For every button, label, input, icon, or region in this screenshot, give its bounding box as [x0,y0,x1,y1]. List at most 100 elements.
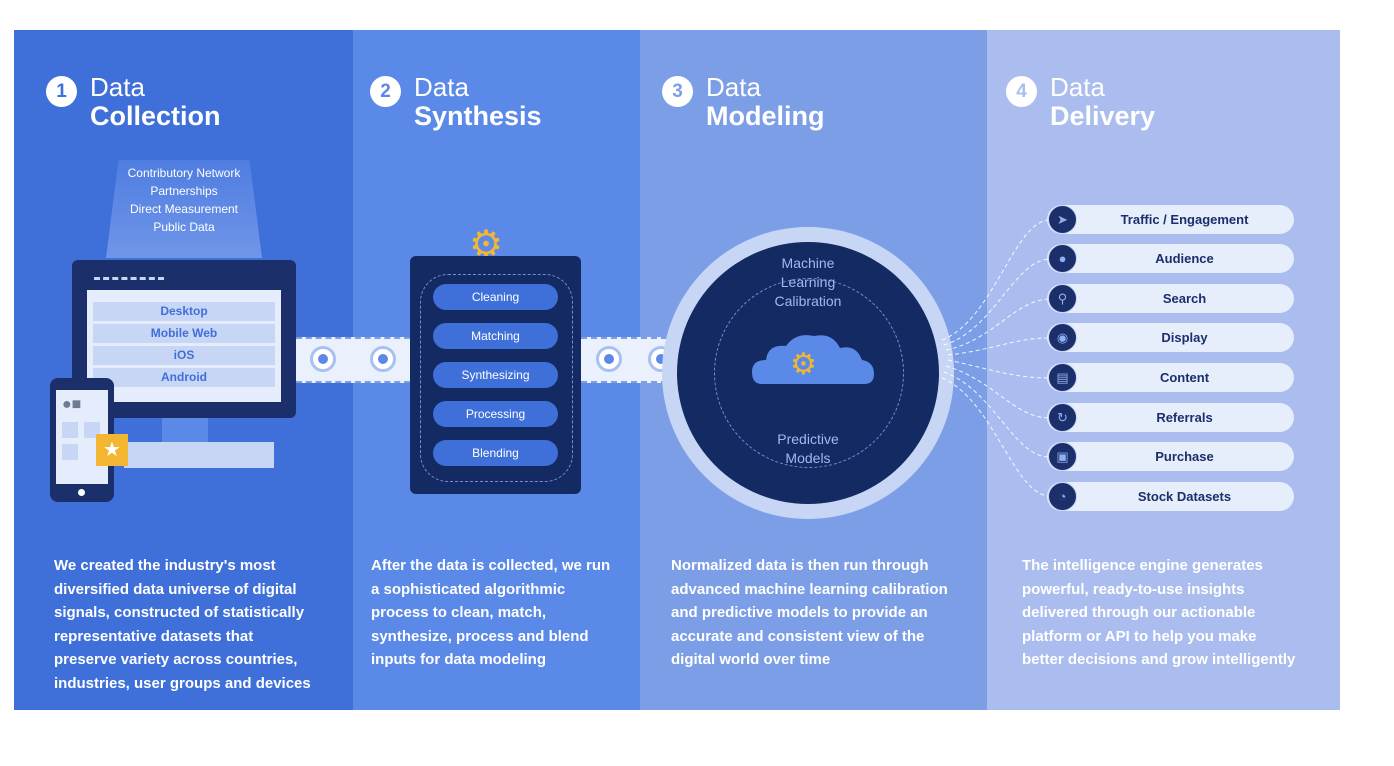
description-line: Normalized data is then run through [671,557,929,574]
step-3-description: Normalized data is then run through adva… [671,554,983,672]
output-label: Search [1162,291,1207,306]
cloud-icon [752,335,874,384]
device-mobile-web: Mobile Web [93,324,275,343]
cursor-icon: ➤ [1048,205,1077,234]
process-cleaning: Cleaning [433,284,558,310]
description-line: diversified data universe of digital [54,580,297,598]
device-ios: iOS [93,346,275,365]
device-desktop: Desktop [93,302,275,321]
belt-roller [310,346,336,372]
description-line: accurate and consistent view of the [671,627,925,645]
output-label: Display [1161,330,1208,345]
output-stock-datasets: ◔ Stock Datasets [1047,482,1294,511]
source-item: Partnerships [150,184,218,198]
source-list: Contributory Network Partnerships Direct… [114,164,254,236]
description-line: inputs for data modeling [371,651,546,668]
output-label: Purchase [1155,449,1214,464]
output-audience: ● Audience [1047,244,1294,273]
step-1-title-top: Data [90,72,145,102]
process-blending: Blending [433,440,558,466]
description-line: delivered through our actionable [1022,604,1256,621]
monitor-stand [162,418,208,444]
step-2-title-top: Data [414,72,469,102]
output-label: Referrals [1156,410,1213,425]
source-item: Public Data [153,220,215,234]
description-line: digital world over time [671,651,831,668]
machine-learning-label: Machine Learning Calibration [748,254,868,311]
process-infographic: 1 Data Collection 2 Data Synthesis 3 Dat… [14,30,1340,710]
step-4-heading: 4 Data Delivery [1006,73,1155,131]
output-connectors [941,219,1051,497]
app-tile [62,444,78,460]
step-3-heading: 3 Data Modeling [662,73,824,131]
description-line: synthesize, process and blend [371,627,589,645]
engine-label-line: Predictive [777,431,839,447]
output-label: Content [1159,370,1210,385]
document-icon: ▤ [1048,363,1077,392]
phone-home-button [78,489,85,496]
description-line: industries, user groups and devices [54,674,311,692]
description-line: After the data is collected, we run [371,557,611,574]
engine-label-line: Learning [780,274,836,290]
synthesis-frame [420,274,573,482]
apple-android-icon: ●■ [62,396,82,413]
step-3-title-bottom: Modeling [706,101,825,131]
description-line: better decisions and grow intelligently [1022,651,1296,668]
output-label: Audience [1155,251,1214,266]
monitor-base [124,442,274,468]
process-processing: Processing [433,401,558,427]
toolbar-dashes [94,277,164,280]
predictive-models-label: Predictive Models [748,430,868,468]
step-1-title-bottom: Collection [90,101,221,131]
engine-dashed-ring [714,278,904,468]
app-tile [62,422,78,438]
engine-label-line: Models [785,450,831,466]
cart-icon: ▣ [1048,442,1077,471]
step-1-description: We created the industry's most diversifi… [54,554,349,695]
step-1-heading: 1 Data Collection [46,73,221,131]
magnifier-icon: ⚲ [1048,284,1077,313]
step-4-description: The intelligence engine generates powerf… [1022,554,1338,672]
description-line: signals, constructed of statistically [54,604,305,621]
process-matching: Matching [433,323,558,349]
output-content: ▤ Content [1047,363,1294,392]
device-android: Android [93,368,275,387]
output-referrals: ↻ Referrals [1047,403,1294,432]
referral-icon: ↻ [1048,403,1077,432]
belt-roller [596,346,622,372]
step-2-heading: 2 Data Synthesis [370,73,542,131]
output-purchase: ▣ Purchase [1047,442,1294,471]
description-line: The intelligence engine generates [1022,557,1263,574]
belt-roller [370,346,396,372]
description-line: preserve variety across countries, [54,651,298,668]
engine-label-line: Machine [781,255,835,271]
output-label: Traffic / Engagement [1120,212,1249,227]
step-4-title-bottom: Delivery [1050,101,1156,131]
description-line: a sophisticated algorithmic [371,580,566,598]
output-label: Stock Datasets [1137,489,1232,504]
description-line: representative datasets that [54,627,254,645]
star-icon: ★ [96,434,128,466]
engine-label-line: Calibration [774,293,842,309]
chart-icon: ◔ [1048,482,1077,511]
description-line: and predictive models to provide an [671,604,928,621]
source-item: Direct Measurement [129,202,239,216]
output-traffic-engagement: ➤ Traffic / Engagement [1047,205,1294,234]
step-2-title-bottom: Synthesis [414,101,542,131]
step-2-number: 2 [370,76,401,107]
description-line: platform or API to help you make [1022,627,1257,645]
description-line: powerful, ready-to-use insights [1022,580,1245,598]
eye-icon: ◉ [1048,323,1077,352]
step-3-number: 3 [662,76,693,107]
source-item: Contributory Network [127,166,241,180]
process-synthesizing: Synthesizing [433,362,558,388]
step-1-number: 1 [46,76,77,107]
output-search: ⚲ Search [1047,284,1294,313]
description-line: process to clean, match, [371,604,547,621]
step-4-number: 4 [1006,76,1037,107]
output-display: ◉ Display [1047,323,1294,352]
step-3-title-top: Data [706,72,761,102]
description-line: advanced machine learning calibration [671,580,948,598]
step-4-title-top: Data [1050,72,1105,102]
gear-icon: ⚙ [790,348,817,381]
